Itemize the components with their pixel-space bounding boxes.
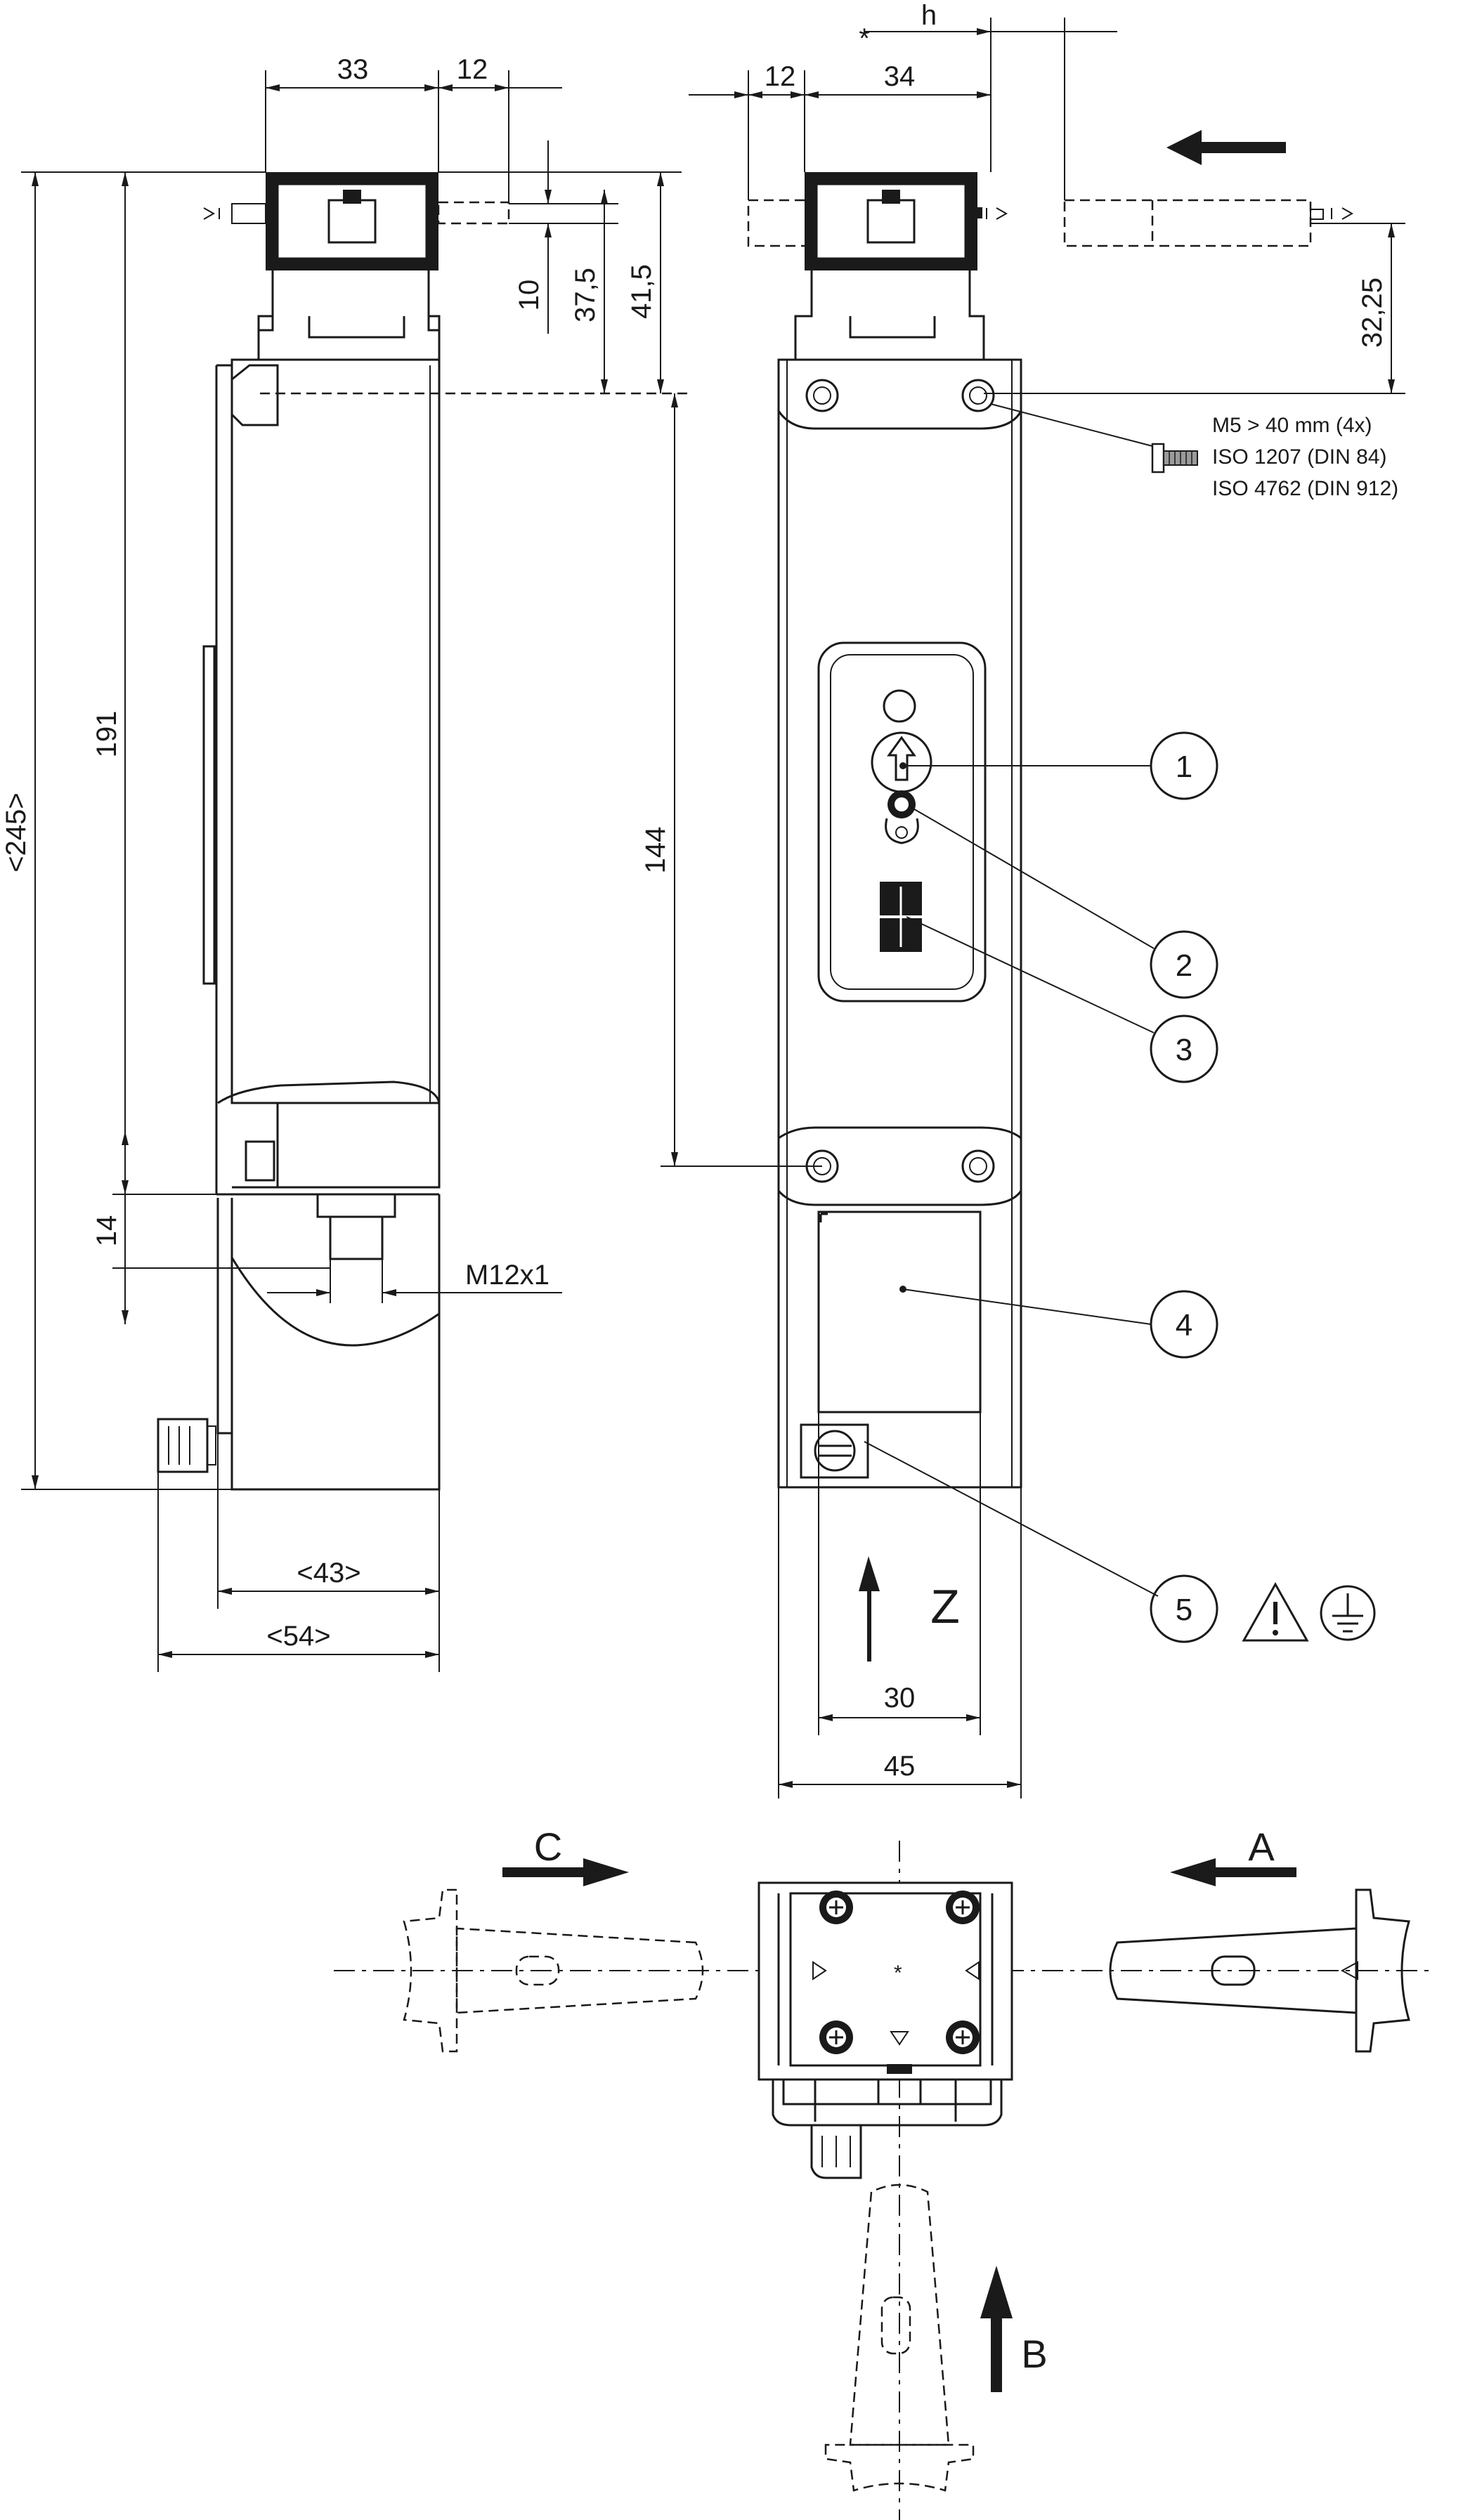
side-actuator-dashed [437,201,510,225]
warning-triangle-icon [1242,1581,1309,1642]
dim-12-right: 12 [765,61,796,92]
screw-note-line2: ISO 1207 (DIN 84) [1212,445,1386,469]
side-main-body [230,358,441,1104]
dim-12-left: 12 [457,54,488,85]
dim-32-25: 32,25 [1357,278,1388,348]
callout-4: 4 [1176,1308,1192,1343]
dimension-lines [21,18,1405,1798]
dim-191: 191 [91,711,122,758]
dim-h: h [921,0,937,31]
screw-note-line3: ISO 4762 (DIN 912) [1212,477,1398,500]
callout-2: 2 [1176,948,1192,983]
label-a: A [1248,1824,1275,1869]
bottom-screws [819,1891,980,2054]
dim-14: 14 [91,1215,122,1247]
arrow-top-left-icon [1166,130,1286,165]
dim-10: 10 [514,280,545,311]
arrow-a-icon [1170,1858,1296,1886]
dim-43: <43> [297,1558,360,1588]
direction-arrows [502,130,1296,2392]
arrow-z-icon [859,1556,880,1661]
actuator-b [849,2183,950,2446]
callout-5: 5 [1176,1593,1192,1627]
label-b: B [1021,2332,1047,2376]
dimension-texts: 33 12 12 34 h * <245> 191 14 10 37,5 41,… [1,0,1388,1782]
callout-1: 1 [1176,750,1192,784]
dim-245: <245> [1,792,32,872]
dim-54: <54> [266,1621,330,1652]
svg-text:*: * [859,23,870,54]
callout-3: 3 [1176,1033,1192,1067]
screw-icon [1151,443,1198,474]
label-z: Z [930,1580,960,1633]
dim-144: 144 [640,827,671,874]
callout-numbers: 1 2 3 4 5 [1176,750,1192,1627]
label-c: C [534,1824,562,1869]
ground-earth-icon [1320,1585,1376,1641]
dim-41-5: 41,5 [626,264,657,319]
arrow-b-icon [980,2266,1013,2392]
screw-note: M5 > 40 mm (4x) ISO 1207 (DIN 84) ISO 47… [1212,414,1398,500]
bottom-view: * [334,1841,1433,2520]
front-view [747,172,1354,1489]
callout-circles [1150,731,1218,1643]
screw-note-line1: M5 > 40 mm (4x) [1212,414,1372,437]
dim-45: 45 [884,1751,916,1782]
dim-34: 34 [884,61,916,92]
arrow-c-icon [502,1858,629,1886]
leader-lines [864,403,1159,1597]
dim-30: 30 [884,1683,916,1713]
dim-33: 33 [337,54,369,85]
direction-texts: Z A B C [534,1580,1275,2376]
dim-37-5: 37,5 [570,268,601,322]
side-view [157,172,692,1491]
actuator-c [455,1927,704,2014]
actuator-a [1109,1927,1358,2014]
svg-text:*: * [894,1961,902,1985]
dim-m12x1: M12x1 [465,1260,550,1291]
